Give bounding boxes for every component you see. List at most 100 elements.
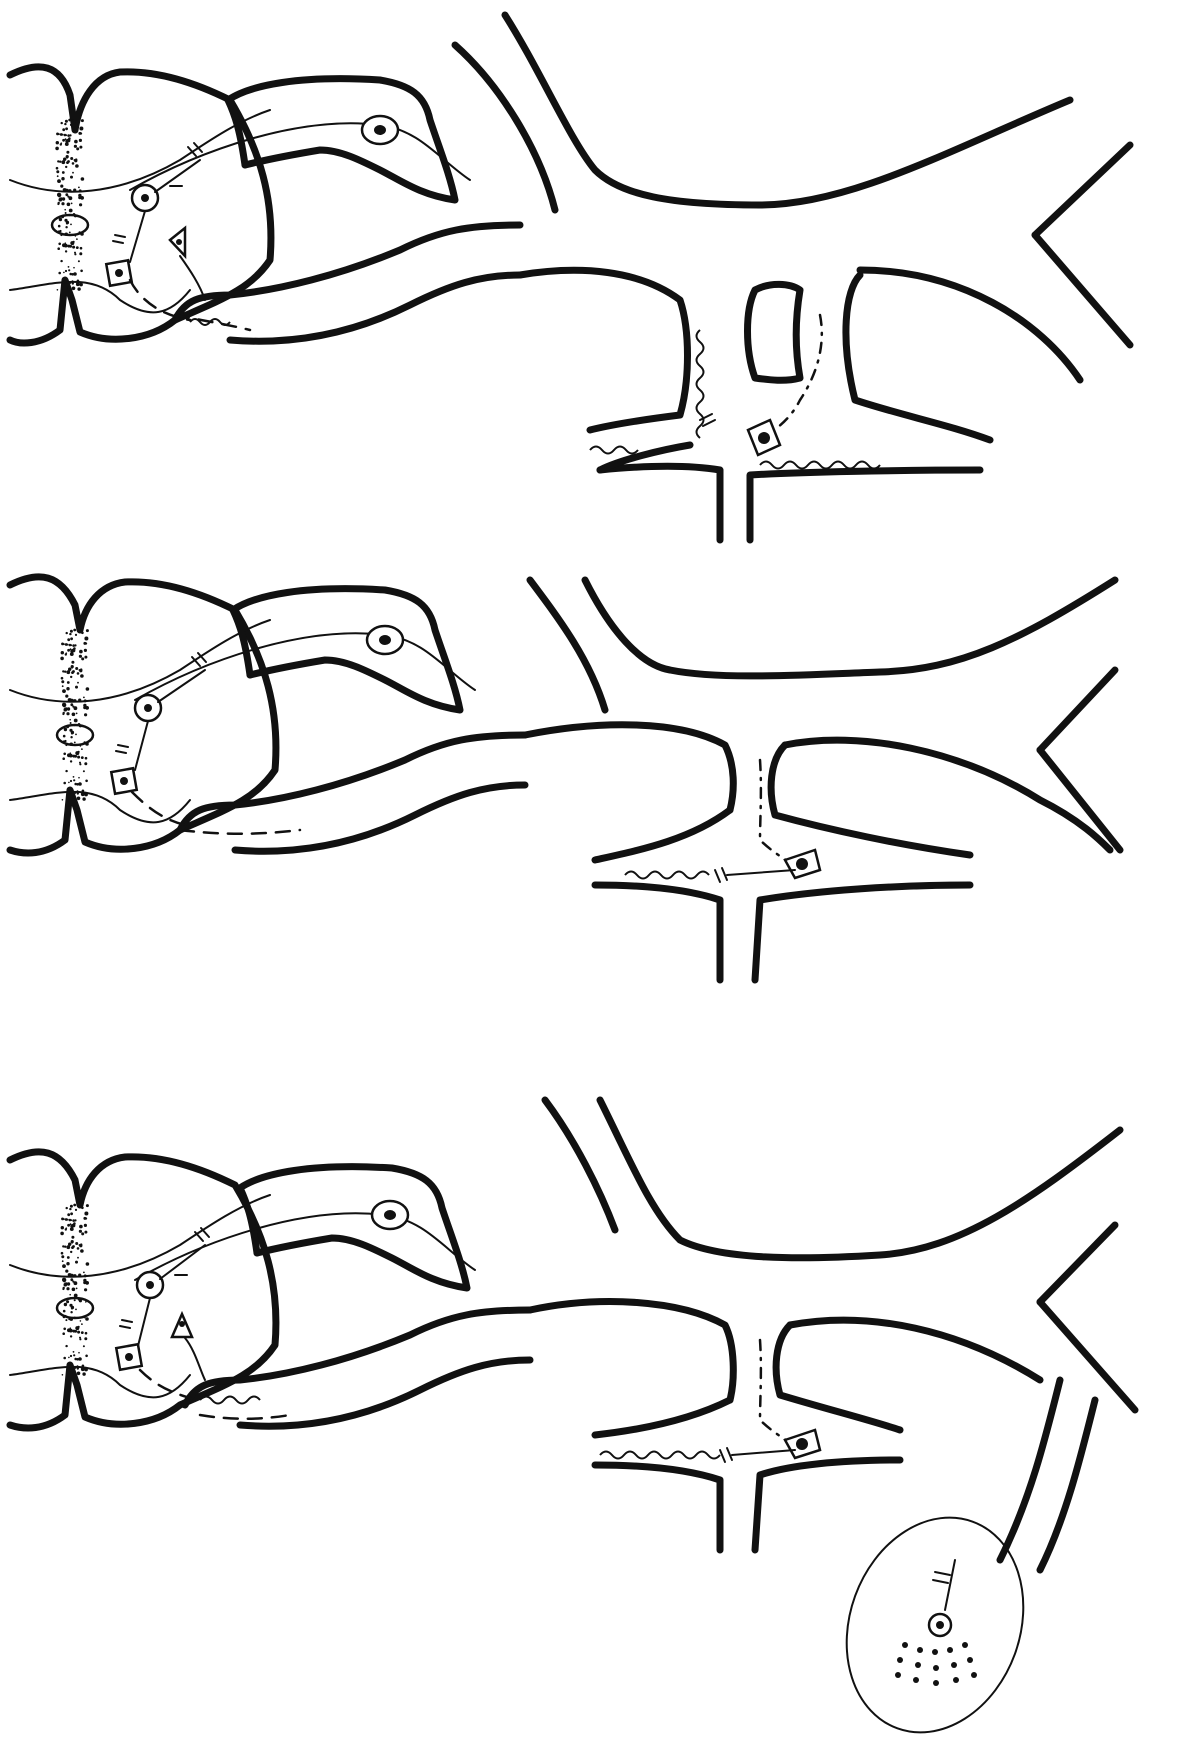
- secretion-dot: [897, 1657, 903, 1663]
- stipple-dot: [61, 160, 65, 164]
- stipple-dot: [76, 713, 78, 715]
- stipple-dot: [78, 194, 81, 197]
- stipple-dot: [84, 1282, 86, 1284]
- stipple-dot: [74, 1281, 78, 1285]
- stipple-dot: [80, 270, 83, 273]
- stipple-dot: [73, 1204, 76, 1207]
- stipple-dot: [70, 703, 73, 706]
- stipple-dot: [60, 657, 64, 661]
- stipple-dot: [69, 633, 71, 635]
- stipple-dot: [63, 1328, 66, 1331]
- stipple-dot: [68, 269, 70, 271]
- stipple-dot: [75, 734, 77, 736]
- stipple-dot: [59, 230, 61, 232]
- sympathetic-trunk: [530, 1100, 1135, 1738]
- stipple-dot: [77, 1365, 79, 1367]
- stipple-dot: [80, 216, 82, 218]
- stipple-dot: [62, 799, 64, 801]
- stipple-dot: [69, 1366, 72, 1369]
- stipple-dot: [71, 667, 73, 669]
- stipple-dot: [68, 137, 71, 140]
- stipple-dot: [70, 176, 73, 179]
- stipple-dot: [69, 1243, 72, 1246]
- secretion-dot: [913, 1677, 919, 1683]
- stipple-dot: [79, 669, 82, 672]
- stipple-dot: [64, 209, 66, 211]
- stipple-dot: [64, 671, 66, 673]
- stipple-dot: [63, 753, 66, 756]
- stipple-dot: [75, 164, 79, 168]
- stipple-dot: [84, 1274, 87, 1277]
- secretion-dot: [917, 1647, 923, 1653]
- stipple-dot: [77, 682, 79, 684]
- stipple-dot: [81, 1323, 83, 1325]
- stipple-dot: [62, 139, 65, 142]
- stipple-dot: [63, 712, 65, 714]
- stipple-dot: [63, 1287, 65, 1289]
- stipple-dot: [69, 729, 72, 732]
- stipple-dot: [78, 1274, 81, 1277]
- stipple-dot: [69, 1329, 73, 1333]
- stipple-dot: [78, 1357, 82, 1361]
- stipple-dot: [61, 202, 64, 205]
- stipple-dot: [77, 287, 80, 290]
- secretion-dot: [971, 1672, 977, 1678]
- stipple-dot: [61, 680, 64, 683]
- stipple-dot: [65, 226, 67, 228]
- stipple-dot: [71, 203, 73, 205]
- stipple-dot: [63, 643, 65, 645]
- stipple-dot: [72, 120, 74, 122]
- stipple-dot: [77, 672, 80, 675]
- stipple-dot: [57, 193, 61, 197]
- grey-matter-lower: [10, 282, 190, 313]
- stipple-dot: [86, 1204, 89, 1207]
- stipple-dot: [74, 145, 77, 148]
- stipple-dot: [85, 1317, 89, 1321]
- stipple-dot: [74, 214, 77, 217]
- stipple-dot: [61, 122, 63, 124]
- stipple-dot: [85, 757, 88, 760]
- stipple-dot: [73, 272, 77, 276]
- stipple-dot: [85, 1332, 88, 1335]
- stipple-dot: [66, 161, 69, 164]
- stipple-dot: [74, 755, 77, 758]
- stipple-dot: [67, 1282, 70, 1285]
- stipple-dot: [79, 189, 82, 192]
- stipple-dot: [64, 1303, 67, 1306]
- stipple-dot: [65, 242, 67, 244]
- stipple-dot: [84, 707, 86, 709]
- stipple-dot: [75, 1309, 77, 1311]
- stipple-dot: [67, 1256, 70, 1259]
- stipple-dot: [68, 189, 71, 192]
- secretion-dot: [947, 1647, 953, 1653]
- stipple-dot: [71, 671, 74, 674]
- stipple-dot: [84, 1368, 88, 1372]
- stipple-dot: [65, 120, 68, 123]
- panel-middle: [0, 560, 1187, 1080]
- stipple-dot: [69, 754, 73, 758]
- stipple-dot: [78, 1352, 80, 1354]
- stipple-dot: [74, 1294, 78, 1298]
- stipple-dot: [56, 141, 59, 144]
- stipple-dot: [68, 266, 70, 268]
- stipple-dot: [62, 689, 66, 693]
- stipple-dot: [82, 790, 85, 793]
- stipple-dot: [74, 1299, 76, 1301]
- interneurons: [106, 143, 205, 320]
- stipple-dot: [69, 135, 71, 137]
- stipple-dot: [72, 162, 75, 165]
- stipple-dot: [62, 1264, 66, 1268]
- secretion-dot: [953, 1677, 959, 1683]
- stipple-dot: [77, 280, 80, 283]
- stipple-dot: [61, 215, 64, 218]
- secretion-dot: [962, 1642, 968, 1648]
- stipple-dot: [74, 706, 78, 710]
- stipple-dot: [81, 1207, 84, 1210]
- stipple-dot: [80, 1320, 82, 1322]
- stipple-dot: [72, 280, 74, 282]
- stipple-dot: [76, 282, 80, 286]
- stipple-dot: [75, 1367, 77, 1369]
- dorsal-root: [135, 1167, 475, 1288]
- stipple-dot: [62, 197, 65, 200]
- stipple-dot: [73, 779, 75, 781]
